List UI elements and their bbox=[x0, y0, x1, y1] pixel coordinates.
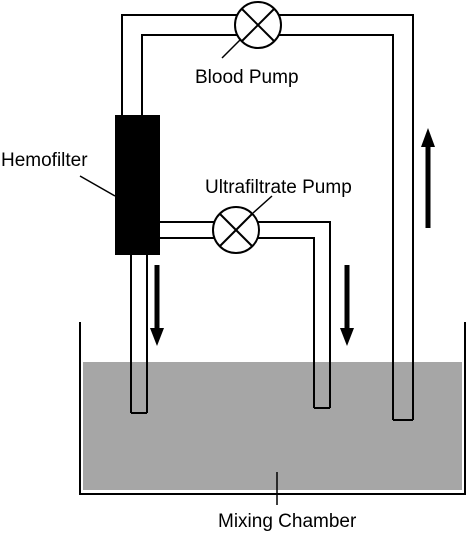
ultrafiltrate-pump-icon bbox=[212, 206, 260, 254]
hemofilter-label: Hemofilter bbox=[1, 150, 88, 171]
hemofilter-leader-line bbox=[79, 175, 116, 197]
mixing-chamber-liquid bbox=[83, 362, 462, 490]
mixing-chamber-container bbox=[79, 322, 466, 495]
ultrafiltrate-pump-leader-line bbox=[252, 195, 273, 214]
blood-pump-leader-line bbox=[221, 39, 241, 59]
flow-arrow-up-right-icon bbox=[421, 128, 435, 228]
return-tube-to-chamber bbox=[130, 255, 148, 414]
mixing-chamber-label: Mixing Chamber bbox=[218, 511, 357, 532]
blood-pump-label: Blood Pump bbox=[195, 67, 299, 88]
hemofilter-block bbox=[115, 115, 160, 255]
flow-arrow-down-middle-icon bbox=[340, 265, 354, 346]
flow-arrow-down-left-icon bbox=[150, 265, 164, 346]
blood-pump-icon bbox=[234, 1, 282, 49]
ultrafiltrate-pump-label: Ultrafiltrate Pump bbox=[205, 177, 352, 198]
